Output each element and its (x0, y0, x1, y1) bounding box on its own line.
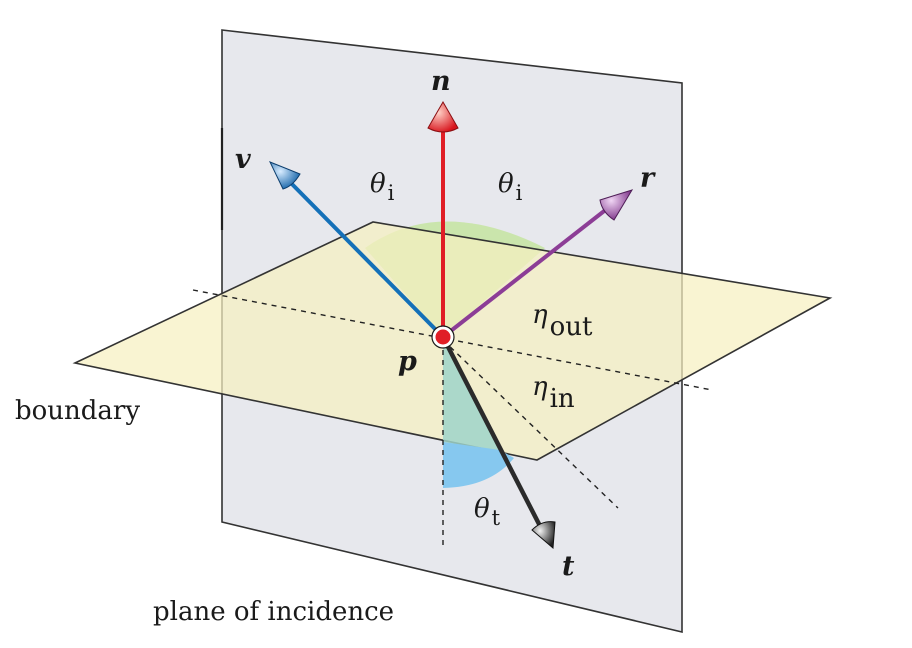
normal-arrowhead (427, 100, 459, 133)
label-transmitted: t (562, 551, 575, 582)
reflected-vector (441, 206, 610, 339)
label-point: p (398, 346, 417, 377)
transmitted-arrowhead (531, 521, 556, 550)
theta-symbol: θ (474, 494, 490, 524)
label-eta-out: ηout (532, 300, 593, 342)
reflected-arrowhead (599, 189, 634, 221)
eta-symbol: η (532, 372, 548, 402)
label-boundary: boundary (15, 396, 140, 426)
label-normal: n (431, 66, 451, 97)
surface-point (432, 326, 454, 348)
theta-sub: i (516, 181, 523, 205)
dashed-line-reflection-extension (442, 339, 619, 509)
label-theta-incident-right: θi (498, 169, 523, 205)
view-arrowhead (268, 161, 301, 190)
transmitted-angle-wedge (443, 442, 514, 488)
label-plane-of-incidence: plane of incidence (153, 597, 394, 627)
label-reflected: r (640, 163, 656, 194)
theta-sub: i (388, 181, 395, 205)
theta-symbol: θ (370, 169, 386, 199)
eta-sub: in (550, 384, 575, 414)
eta-sub: out (550, 312, 593, 342)
theta-sub: t (492, 506, 501, 530)
label-theta-incident-left: θi (370, 169, 395, 205)
label-view: v (235, 144, 251, 175)
theta-symbol: θ (498, 169, 514, 199)
transmitted-vector (440, 335, 543, 528)
label-eta-in: ηin (532, 372, 575, 414)
surface-point-outline (431, 325, 455, 349)
eta-symbol: η (532, 300, 548, 330)
view-vector (284, 176, 445, 339)
label-theta-transmitted: θt (474, 494, 501, 530)
